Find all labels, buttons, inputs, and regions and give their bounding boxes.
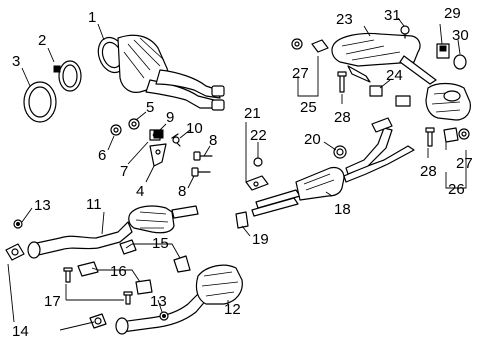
isolator-19 <box>235 211 249 229</box>
callout-14: 14 <box>12 323 29 340</box>
callout-27-left: 27 <box>292 65 309 82</box>
callout-3: 3 <box>12 53 20 70</box>
nut-13-upper <box>13 219 23 229</box>
callout-29: 29 <box>444 5 461 22</box>
callout-23: 23 <box>336 11 353 28</box>
callout-8-upper: 8 <box>209 132 217 149</box>
hardware-washer-6 <box>110 124 122 136</box>
callout-4: 4 <box>136 183 144 200</box>
callout-5: 5 <box>146 99 154 116</box>
nut-13-lower <box>159 311 169 321</box>
rear-muffler-23 <box>331 32 471 121</box>
callout-1: 1 <box>88 9 96 26</box>
bolt-31 <box>400 25 410 39</box>
callout-13-lower: 13 <box>150 293 167 310</box>
callout-labels: 1 2 3 4 5 6 7 8 8 9 10 11 12 13 13 14 15… <box>12 5 473 340</box>
callout-8-lower: 8 <box>178 183 186 200</box>
bolt-17-lower <box>123 291 133 305</box>
callout-6: 6 <box>98 147 106 164</box>
bolt-28-upper <box>337 71 347 93</box>
callout-27-right: 27 <box>456 155 473 172</box>
nut-27-left <box>291 38 303 50</box>
callout-15: 15 <box>152 235 169 252</box>
bracket-15-right <box>173 255 191 273</box>
isolator-24 <box>369 85 411 107</box>
callout-13-upper: 13 <box>34 197 51 214</box>
bolt-17-upper <box>63 267 73 283</box>
nut-27-right <box>458 128 470 140</box>
callout-31: 31 <box>384 7 401 24</box>
clip-30 <box>453 54 467 70</box>
callout-17: 17 <box>44 293 61 310</box>
nut-22 <box>253 157 263 167</box>
callout-22: 22 <box>250 127 267 144</box>
callout-19: 19 <box>252 231 269 248</box>
bracket-16-right <box>135 279 153 295</box>
hanger-29 <box>436 43 450 59</box>
callout-25: 25 <box>300 99 317 116</box>
callout-10: 10 <box>186 120 203 137</box>
bolt-8-lower <box>191 167 211 177</box>
bolt-8-upper <box>193 151 213 161</box>
bracket-4 <box>149 143 167 167</box>
bracket-25 <box>311 39 329 53</box>
leader-lines <box>7 17 467 331</box>
callout-26: 26 <box>448 181 465 198</box>
callout-30: 30 <box>452 27 469 44</box>
bolt-28-lower <box>425 127 435 147</box>
center-resonator-pipe-18 <box>251 117 415 217</box>
gasket-14-lower <box>89 313 107 329</box>
catalytic-converter-manifold <box>97 34 225 111</box>
callout-11: 11 <box>86 196 102 213</box>
gasket-ring <box>23 81 57 123</box>
callout-9: 9 <box>166 109 174 126</box>
gasket-14-upper <box>5 243 25 261</box>
hardware-nut-5 <box>128 118 140 130</box>
callout-12: 12 <box>224 301 241 318</box>
callout-2: 2 <box>38 32 46 49</box>
front-pipe-12 <box>115 264 243 335</box>
callout-18: 18 <box>334 201 351 218</box>
bracket-26 <box>443 127 459 143</box>
hanger-bracket-21 <box>245 175 269 191</box>
nut-20 <box>333 145 347 159</box>
callout-7: 7 <box>120 163 128 180</box>
callout-28-upper: 28 <box>334 109 351 126</box>
callout-28-lower: 28 <box>420 163 437 180</box>
bracket-16-left <box>77 261 99 277</box>
front-pipe-11 <box>27 205 199 259</box>
callout-21: 21 <box>244 105 261 122</box>
callout-20: 20 <box>304 131 321 148</box>
callout-16: 16 <box>110 263 127 280</box>
nut-9 <box>153 129 164 139</box>
clamp <box>53 60 82 92</box>
bolt-10 <box>171 133 181 147</box>
callout-24: 24 <box>386 67 403 84</box>
